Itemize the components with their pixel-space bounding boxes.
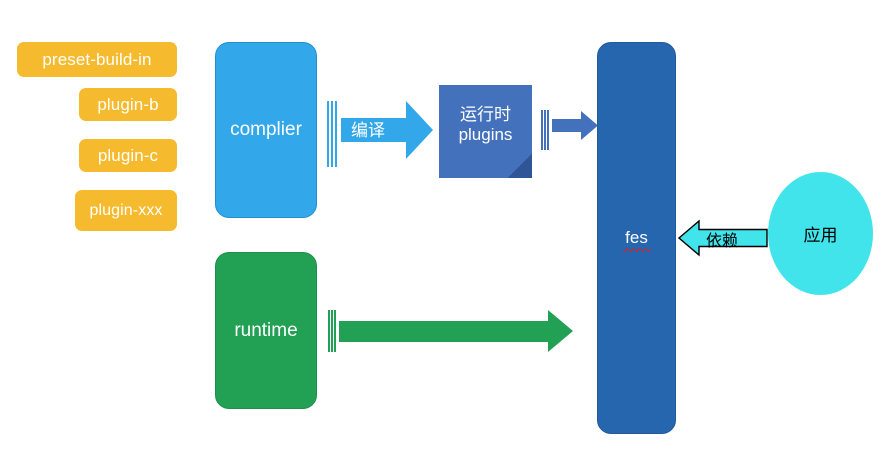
arrow-stripe bbox=[334, 310, 336, 352]
arrow-head-icon bbox=[548, 310, 573, 352]
arrow-depend[interactable]: 依赖 bbox=[678, 218, 768, 258]
arrow-stripe bbox=[547, 110, 549, 150]
arrow-tail-stripes bbox=[541, 110, 550, 150]
node-body bbox=[439, 85, 532, 178]
arrow-tail-stripes bbox=[327, 101, 338, 167]
arrow-shaft bbox=[341, 118, 408, 142]
arrow-stripe bbox=[327, 101, 329, 167]
plugin-chip-label: plugin-c bbox=[97, 145, 159, 165]
arrow-left-icon bbox=[678, 219, 768, 257]
arrow-head-icon bbox=[406, 101, 433, 159]
plugin-chip-plugin-c[interactable]: plugin-c bbox=[79, 139, 177, 172]
arrow-stripe bbox=[331, 310, 333, 352]
arrow-stripe bbox=[544, 110, 546, 150]
arrow-stripe bbox=[335, 101, 337, 167]
arrow-stripe bbox=[328, 310, 330, 352]
arrow-plugins-to-fes[interactable] bbox=[541, 110, 598, 150]
arrow-compile[interactable]: 编译 bbox=[327, 101, 433, 167]
node-app-label: 应用 bbox=[803, 226, 838, 245]
arrow-stripe bbox=[331, 101, 333, 167]
node-fes-label-wrapper: fes bbox=[623, 228, 651, 252]
plugin-chip-label: plugin-b bbox=[97, 94, 159, 114]
spellcheck-squiggle-icon bbox=[623, 248, 651, 252]
node-runtime-label: runtime bbox=[234, 319, 298, 341]
node-fes[interactable]: fes bbox=[597, 42, 676, 434]
arrow-shaft bbox=[552, 119, 582, 132]
node-fes-label: fes bbox=[625, 228, 648, 247]
node-runtime[interactable]: runtime bbox=[215, 252, 317, 409]
node-complier-label: complier bbox=[230, 119, 302, 140]
plugin-chip-plugin-b[interactable]: plugin-b bbox=[79, 88, 177, 121]
arrow-shaft bbox=[339, 321, 549, 342]
arrow-head-icon bbox=[581, 111, 598, 140]
plugin-chip-label: preset-build-in bbox=[42, 49, 152, 69]
arrow-tail-stripes bbox=[328, 310, 337, 352]
plugin-chip-plugin-xxx[interactable]: plugin-xxx bbox=[75, 190, 177, 231]
arrow-runtime-to-fes[interactable] bbox=[328, 310, 573, 352]
arrow-stripe bbox=[541, 110, 543, 150]
plugin-chip-label: plugin-xxx bbox=[89, 201, 163, 219]
node-app[interactable]: 应用 bbox=[768, 172, 873, 295]
plugin-chip-preset-build-in[interactable]: preset-build-in bbox=[17, 42, 177, 77]
node-runtime-plugins[interactable]: 运行时 plugins bbox=[439, 85, 532, 178]
node-complier[interactable]: complier bbox=[215, 42, 317, 218]
